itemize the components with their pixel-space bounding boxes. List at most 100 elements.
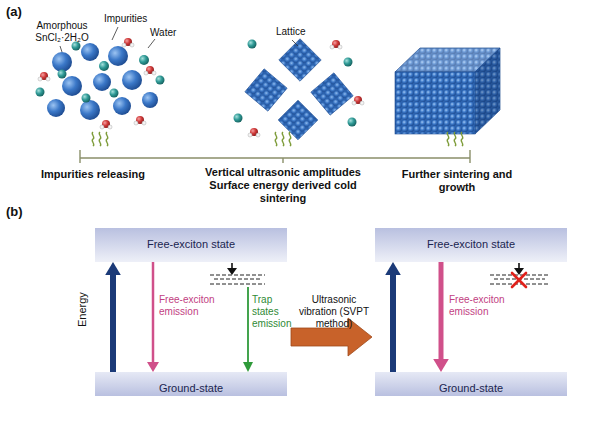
water-hydrogen	[152, 71, 156, 75]
water-hydrogen	[144, 71, 148, 75]
water-hydrogen	[46, 77, 50, 81]
water-hydrogen	[108, 125, 112, 129]
tin-sphere	[142, 92, 158, 108]
edge-label: Free-exciton emission	[449, 294, 511, 318]
water-hydrogen	[142, 121, 146, 125]
leader-lines	[60, 27, 298, 52]
edge-label: Free-exciton emission	[159, 294, 221, 318]
trap-levels-part	[490, 284, 548, 285]
arrow-head	[105, 262, 121, 275]
impurity-sphere	[82, 94, 91, 103]
tin-sphere	[52, 52, 72, 72]
axis-label: Energy	[76, 282, 89, 338]
arrow-shaft	[390, 274, 396, 372]
impurity-sphere	[36, 88, 45, 97]
band-label: Free-exciton state	[427, 238, 515, 250]
annotation: Impurities	[104, 13, 164, 25]
energy-band: Free-exciton state	[95, 228, 287, 262]
band-label: Ground-state	[159, 382, 223, 394]
water-hydrogen	[100, 125, 104, 129]
sintered-block-part	[395, 72, 475, 134]
arrow-head	[147, 362, 159, 372]
water-hydrogen	[130, 43, 134, 47]
arrow-head	[433, 359, 449, 372]
trap-levels-part	[214, 279, 262, 280]
impurity-sphere	[110, 89, 119, 98]
energy-band: Free-exciton state	[375, 228, 567, 262]
energy-band: Ground-state	[375, 372, 567, 396]
tin-sphere	[113, 97, 131, 115]
caption-text: (a)	[6, 4, 46, 20]
wave-mark	[289, 132, 291, 146]
caption-text: Further sintering and growth	[398, 168, 516, 194]
transition-arrow	[147, 262, 159, 372]
impurity-sphere	[139, 55, 149, 65]
relaxation-arrows	[227, 263, 524, 275]
water-hydrogen	[338, 45, 342, 49]
wave-mark	[92, 132, 94, 146]
impurity-sphere	[99, 61, 109, 71]
transition-arrow	[385, 262, 401, 372]
water-hydrogen	[38, 77, 42, 81]
arrow-shaft	[439, 262, 444, 360]
caption-text: Vertical ultrasonic amplitudes Surface e…	[190, 166, 376, 206]
caption-text: Impurities releasing	[18, 168, 168, 181]
trap-emission-arrow-part	[247, 287, 249, 363]
wave-mark	[275, 132, 277, 146]
transition-arrow	[105, 262, 121, 372]
wave-mark	[99, 132, 101, 146]
tin-sphere	[81, 43, 99, 61]
water-hydrogen	[360, 101, 364, 105]
band-label: Free-exciton state	[147, 238, 235, 250]
impurity-sphere	[344, 58, 353, 67]
wave-mark	[447, 132, 449, 146]
lattice-crystals-part-part	[278, 100, 318, 140]
caption-text: (b)	[6, 204, 46, 220]
tin-sphere	[62, 76, 82, 96]
ultrasonic-marks	[92, 132, 463, 146]
water-hydrogen	[330, 45, 334, 49]
trap-levels-part	[210, 284, 265, 285]
lattice-crystals-part	[279, 39, 321, 81]
tin-sphere	[93, 73, 111, 91]
blocked-mark-part	[512, 273, 526, 287]
arrow-shaft	[110, 274, 116, 372]
sintered-block-part	[475, 48, 500, 134]
sintered-block-part	[475, 48, 500, 134]
wave-mark	[106, 132, 108, 146]
wave-mark	[461, 132, 463, 146]
wave-mark	[282, 132, 284, 146]
trap-emission-arrow	[243, 287, 253, 372]
lattice-crystals-part-part	[311, 73, 353, 115]
lattice-crystals	[245, 39, 353, 140]
leader-lines-part	[60, 46, 62, 52]
trap-levels	[210, 275, 548, 284]
tin-sphere	[108, 46, 128, 66]
annotation: Ultrasonic vibration (SVPT method)	[294, 294, 374, 330]
trap-emission-arrow-part	[243, 362, 253, 372]
impurity-sphere	[234, 114, 243, 123]
lattice-crystals-part	[245, 69, 287, 111]
lattice-crystals-part-part	[245, 69, 287, 111]
trap-levels-part	[210, 275, 265, 276]
lattice-crystals-part	[311, 73, 353, 115]
sintered-block	[395, 48, 500, 134]
water-hydrogen	[352, 101, 356, 105]
relaxation-arrows-part	[514, 268, 524, 275]
impurity-sphere	[156, 76, 165, 85]
annotation: Water	[150, 27, 190, 39]
tin-sphere	[47, 99, 65, 117]
tin-sphere	[80, 100, 100, 120]
impurity-sphere	[348, 118, 357, 127]
tin-sphere	[122, 70, 142, 90]
water-hydrogen	[134, 121, 138, 125]
impurity-sphere	[58, 70, 67, 79]
bracket	[80, 150, 470, 163]
transition-arrow	[433, 262, 449, 372]
annotation: Lattice	[276, 26, 326, 38]
leader-lines-part	[148, 39, 155, 48]
water-hydrogen	[122, 43, 126, 47]
wave-mark	[454, 132, 456, 146]
